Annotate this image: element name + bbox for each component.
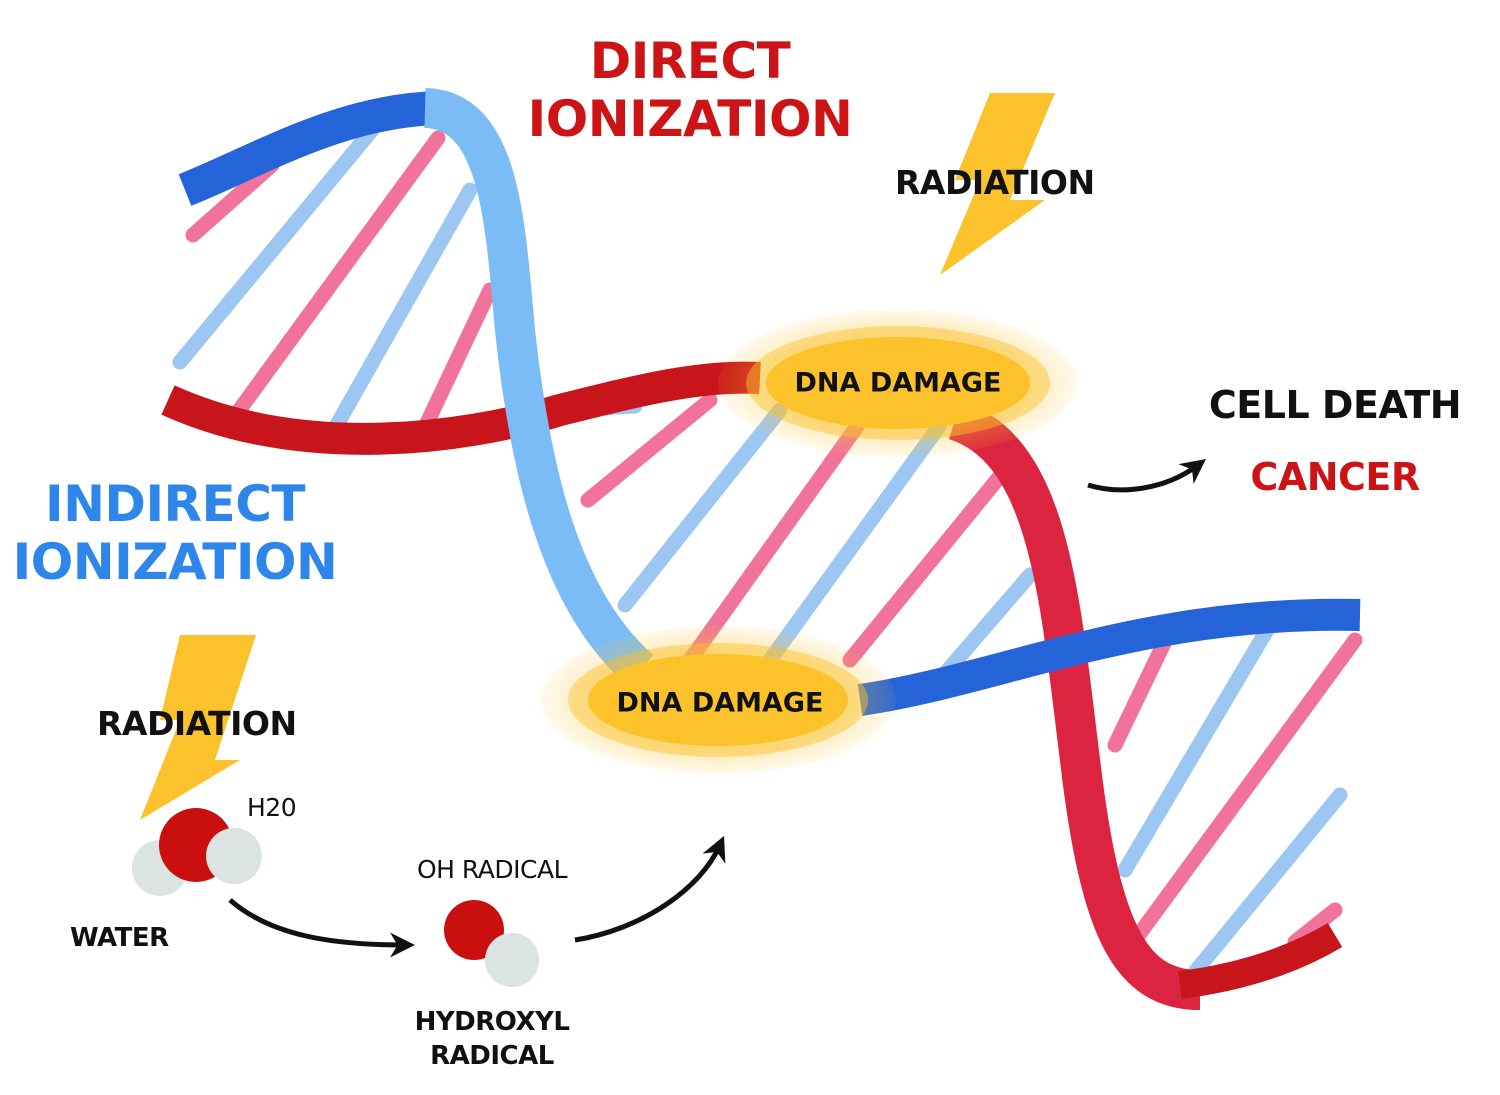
- cancer-label: CANCER: [1250, 455, 1420, 499]
- dna-strand-crimson: [947, 400, 1201, 1010]
- hydroxyl-radical-label: HYDROXYL RADICAL: [415, 1005, 570, 1073]
- indirect-title-line2: IONIZATION: [12, 533, 338, 591]
- dna-strand-blue-right: [857, 598, 1361, 716]
- direct-title-line2: IONIZATION: [527, 90, 853, 148]
- dna-strand-light-blue: [422, 88, 654, 686]
- indirect-title-line1: INDIRECT: [44, 475, 306, 533]
- curved-arrow-icon: [574, 835, 726, 943]
- indirect-ionization-title: INDIRECT IONIZATION: [13, 475, 338, 591]
- base-pair-rungs-right: [1107, 617, 1363, 980]
- hydroxyl-line2: RADICAL: [430, 1041, 554, 1071]
- dna-damage-upper-marker: [718, 309, 1078, 457]
- dna-damage-label-upper: DNA DAMAGE: [794, 367, 1002, 399]
- lightning-bolt-icon: [940, 93, 1055, 275]
- dna-strand-blue-left: [178, 91, 441, 206]
- direct-ionization-title: DIRECT IONIZATION: [528, 32, 853, 148]
- dna-damage-label-lower: DNA DAMAGE: [616, 687, 824, 719]
- water-label: WATER: [70, 923, 169, 953]
- dna-strand-red-right: [1178, 922, 1343, 999]
- radiation-label-indirect: RADIATION: [97, 704, 297, 743]
- curved-arrow-icon: [1087, 458, 1206, 493]
- lightning-bolt-icon: [140, 635, 256, 820]
- curved-arrow-icon: [228, 898, 415, 958]
- direct-title-line1: DIRECT: [589, 32, 791, 90]
- radiation-label-direct: RADIATION: [895, 163, 1095, 202]
- oh-radical-label: OH RADICAL: [417, 855, 568, 884]
- h2o-label: H20: [247, 793, 297, 822]
- hydroxyl-line1: HYDROXYL: [414, 1007, 570, 1037]
- dna-helix: [161, 88, 1363, 1010]
- water-molecule-icon: [132, 808, 262, 896]
- dna-damage-lower-marker: [540, 626, 896, 774]
- cell-death-label: CELL DEATH: [1208, 383, 1462, 427]
- hydroxyl-molecule-icon: [444, 900, 539, 987]
